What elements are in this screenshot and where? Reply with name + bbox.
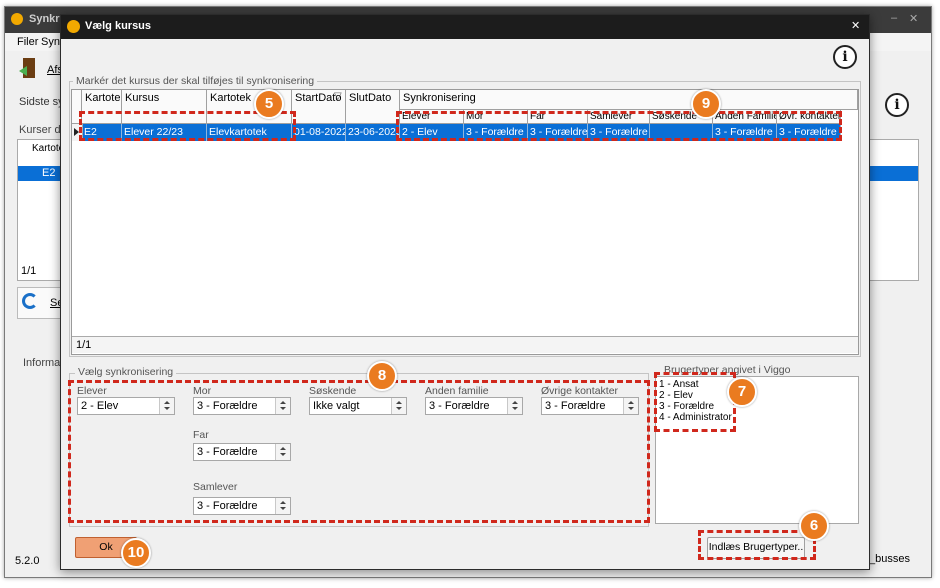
spinner-icon (159, 398, 174, 414)
info-icon[interactable]: i (833, 45, 857, 69)
annotation-badge-6: 6 (799, 511, 829, 541)
sort-icon[interactable]: ▽ (334, 91, 342, 102)
refresh-icon (22, 293, 38, 309)
info-icon[interactable]: i (885, 93, 909, 117)
status-label: Sidste syn (19, 96, 70, 108)
dialog-title-bar: Vælg kursus ✕ (61, 15, 869, 39)
annotation-badge-9: 9 (691, 89, 721, 119)
spinner-icon (275, 444, 290, 460)
row-selector-icon (72, 124, 83, 141)
grid-header-kursus[interactable]: Kursus (122, 90, 207, 124)
toolbar-label[interactable]: Afs (47, 64, 63, 76)
load-usertypes-button[interactable]: Indlæs Brugertyper.. (707, 537, 805, 559)
list-item[interactable]: 1 - Ansat (659, 379, 699, 390)
annotation-box-5 (79, 111, 296, 141)
info-group-label: Informati (23, 357, 66, 369)
right-label: _busses (869, 553, 910, 565)
course-group (69, 81, 861, 357)
table-row[interactable]: E2 Elever 22/23 Elevkartotek 01-08-2022 … (72, 124, 841, 141)
minimize-icon[interactable]: – (891, 12, 898, 24)
sync-group-title: Vælg synkronisering (75, 366, 177, 378)
list-item[interactable]: 4 - Administrator (659, 412, 732, 423)
row-samlever: 3 - Forældre (588, 124, 650, 141)
spinner-icon (275, 498, 290, 514)
grid-corner (72, 90, 82, 124)
version-label: 5.2.0 (15, 555, 40, 567)
grid-header-slutdato[interactable]: SlutDato (346, 90, 400, 124)
row-far: 3 - Forældre (528, 124, 588, 141)
grid-header-kartotek[interactable]: Kartotek (82, 90, 122, 124)
row-slutdato: 23-06-2023 (346, 124, 400, 141)
anden-familie-label: Anden familie (425, 385, 489, 397)
row-anden-familie: 3 - Forældre (713, 124, 777, 141)
menu-syn[interactable]: Syn (41, 36, 60, 48)
course-grid: Kartotek Kursus Kartotek StartDato ▽ Slu… (71, 89, 859, 355)
course-group-title: Markér det kursus der skal tilføjes til … (73, 75, 318, 87)
spinner-icon (507, 398, 522, 414)
ovrige-kontakter-select[interactable]: 3 - Forældre (541, 397, 639, 415)
spinner-icon (391, 398, 406, 414)
row-kartotek: E2 (82, 124, 122, 141)
mor-select[interactable]: 3 - Forældre (193, 397, 291, 415)
grid-pager: 1/1 (72, 336, 858, 353)
close-icon[interactable]: ✕ (909, 13, 919, 25)
menu-filer[interactable]: Filer (17, 36, 39, 48)
annotation-box-6 (698, 530, 816, 560)
course-dialog: Vælg kursus ✕ i Markér det kursus der sk… (60, 14, 870, 570)
annotation-badge-5: 5 (254, 89, 284, 119)
usertypes-list: 1 - Ansat 2 - Elev 3 - Forældre 4 - Admi… (655, 376, 859, 524)
grid-header-synkronisering[interactable]: Synkronisering (400, 90, 858, 110)
row-startdato: 01-08-2022 (292, 124, 346, 141)
row-elever: 2 - Elev (400, 124, 464, 141)
grid-header-startdato[interactable]: StartDato (292, 90, 346, 124)
row-mor: 3 - Forældre (464, 124, 528, 141)
soskende-select[interactable]: Ikke valgt (309, 397, 407, 415)
list-item[interactable]: 2 - Elev (659, 390, 693, 401)
row-kartotek-name: Elevkartotek (207, 124, 292, 141)
far-label: Far (193, 429, 209, 441)
dialog-close-icon[interactable]: ✕ (851, 20, 861, 32)
row-kursus: Elever 22/23 (122, 124, 207, 141)
annotation-box-7 (654, 372, 736, 432)
annotation-badge-8: 8 (367, 361, 397, 391)
row-soskende (650, 124, 713, 141)
soskende-label: Søskende (309, 385, 357, 397)
samlever-select[interactable]: 3 - Forældre (193, 497, 291, 515)
annotation-box-9 (396, 111, 842, 141)
courses-grid-header: Kartotek (32, 143, 70, 154)
app-logo-icon (67, 20, 80, 33)
elever-label: Elever (77, 385, 107, 397)
exit-icon[interactable] (19, 57, 41, 79)
anden-familie-select[interactable]: 3 - Forældre (425, 397, 523, 415)
annotation-badge-10: 10 (121, 538, 151, 568)
far-select[interactable]: 3 - Forældre (193, 443, 291, 461)
samlever-label: Samlever (193, 481, 238, 493)
list-item[interactable]: 3 - Forældre (659, 401, 715, 412)
right-grid (869, 139, 919, 281)
mor-label: Mor (193, 385, 212, 397)
annotation-box-8 (68, 380, 650, 523)
spinner-icon (623, 398, 638, 414)
app-logo-icon (11, 13, 23, 25)
dialog-title: Vælg kursus (85, 20, 152, 32)
ovrige-kontakter-label: Øvrige kontakter (541, 385, 619, 397)
annotation-badge-7: 7 (727, 377, 757, 407)
courses-pager: 1/1 (21, 265, 37, 277)
elever-select[interactable]: 2 - Elev (77, 397, 175, 415)
spinner-icon (275, 398, 290, 414)
courses-group-label: Kurser de (19, 124, 67, 136)
courses-grid-row[interactable]: E2 (18, 166, 68, 181)
